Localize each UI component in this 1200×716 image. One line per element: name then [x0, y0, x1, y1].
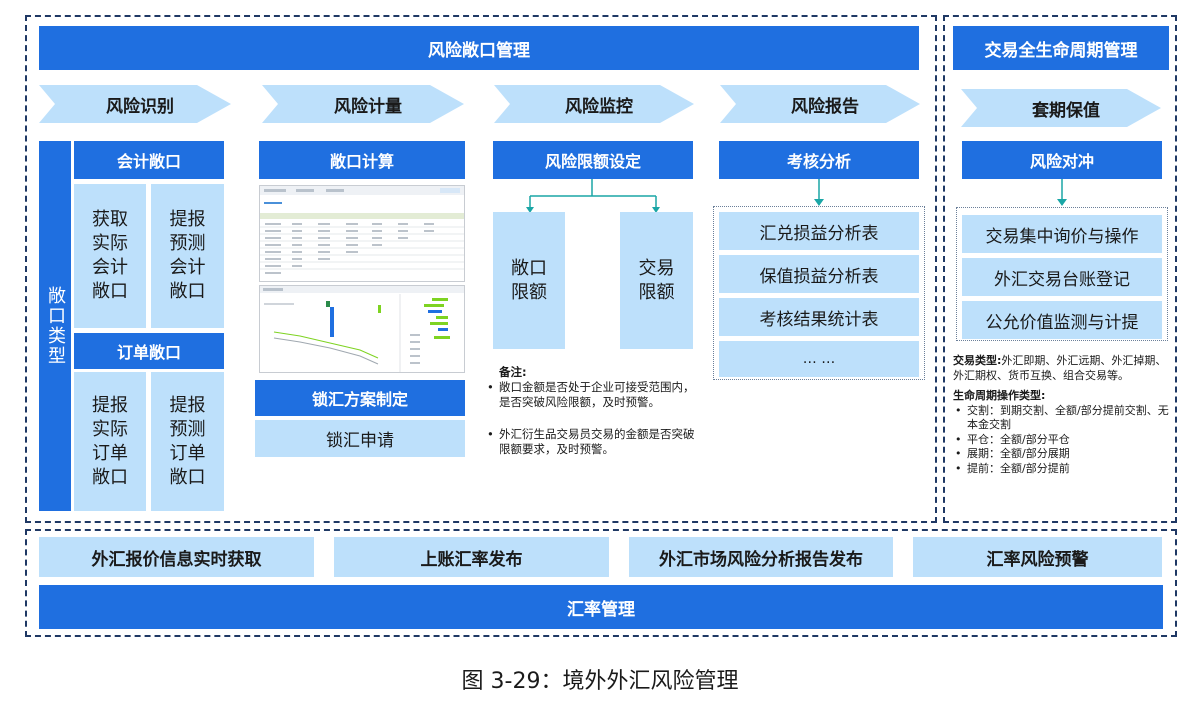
order-exposure-header: 订单敞口: [74, 333, 224, 369]
lifecycle-title: 交易全生命周期管理: [953, 26, 1169, 70]
trade-types: 交易类型:外汇即期、外汇远期、外汇掉期、外汇期权、货币互换、组合交易等。: [953, 354, 1173, 383]
rate-item: 外汇市场风险分析报告发布: [629, 537, 893, 577]
stage-arrow-reporting: 风险报告: [720, 85, 920, 123]
figure-caption: 图 3-29：境外外汇风险管理: [0, 663, 1200, 695]
lock-plan-header: 锁汇方案制定: [255, 380, 465, 416]
risk-hedge-header: 风险对冲: [962, 141, 1162, 179]
stage-arrow-hedging: 套期保值: [961, 89, 1161, 127]
hedge-item: 公允价值监测与计提: [962, 301, 1162, 339]
order-item-forecast: 提报 预测 订单 敞口: [151, 372, 224, 511]
exposure-calc-header: 敞口计算: [259, 141, 465, 179]
rate-item: 外汇报价信息实时获取: [39, 537, 314, 577]
hedge-connector: [1055, 179, 1069, 207]
accounting-exposure-header: 会计敞口: [74, 141, 224, 179]
lock-apply-box: 锁汇申请: [255, 420, 465, 457]
analysis-connector: [812, 179, 826, 207]
hedge-item: 外汇交易台账登记: [962, 258, 1162, 296]
op-types-title: 生命周期操作类型:: [953, 389, 1045, 402]
order-item-actual: 提报 实际 订单 敞口: [74, 372, 146, 511]
chart-thumbnail-graphic: [260, 286, 465, 373]
hedge-item: 交易集中询价与操作: [962, 215, 1162, 253]
monitoring-notes: 备注: 敞口金额是否处于企业可接受范围内，是否突破风险限额，及时预警。 外汇衍生…: [485, 365, 697, 457]
report-item: … …: [719, 341, 919, 377]
stage-arrow-monitoring: 风险监控: [494, 85, 694, 123]
stage-arrow-measurement: 风险计量: [262, 85, 464, 123]
op-type-item: 交割：到期交割、全额/部分提前交割、无本金交割: [953, 404, 1173, 433]
limit-connector: [510, 179, 675, 213]
note-item: 外汇衍生品交易员交易的金额是否突破限额要求，及时预警。: [485, 427, 697, 457]
op-type-item: 提前：全额/部分提前: [953, 462, 1173, 477]
exposure-type-side: 敞口类型: [39, 141, 71, 511]
report-item: 汇兑损益分析表: [719, 212, 919, 250]
op-type-item: 展期：全额/部分展期: [953, 447, 1173, 462]
stage-arrow-identification: 风险识别: [39, 85, 231, 123]
exposure-table-thumbnail: [259, 185, 465, 282]
accounting-item-forecast: 提报 预测 会计 敞口: [151, 184, 224, 328]
report-item: 保值损益分析表: [719, 255, 919, 293]
exposure-chart-thumbnail: [259, 285, 465, 373]
accounting-item-actual: 获取 实际 会计 敞口: [74, 184, 146, 328]
table-thumbnail-graphic: [260, 186, 465, 282]
lifecycle-notes: 交易类型:外汇即期、外汇远期、外汇掉期、外汇期权、货币互换、组合交易等。 生命周…: [953, 354, 1173, 476]
trade-limit-box: 交易 限额: [620, 212, 693, 349]
exposure-type-label: 敞口类型: [42, 286, 68, 366]
report-item: 考核结果统计表: [719, 298, 919, 336]
note-item: 敞口金额是否处于企业可接受范围内，是否突破风险限额，及时预警。: [485, 380, 697, 410]
rate-item: 上账汇率发布: [334, 537, 609, 577]
risk-limit-header: 风险限额设定: [493, 141, 693, 179]
risk-exposure-title: 风险敞口管理: [39, 26, 919, 70]
notes-title: 备注:: [499, 365, 527, 379]
rate-item: 汇率风险预警: [913, 537, 1162, 577]
assessment-analysis-header: 考核分析: [719, 141, 919, 179]
op-type-item: 平仓：全额/部分平仓: [953, 433, 1173, 448]
rate-management-title: 汇率管理: [39, 585, 1163, 629]
exposure-limit-box: 敞口 限额: [493, 212, 565, 349]
